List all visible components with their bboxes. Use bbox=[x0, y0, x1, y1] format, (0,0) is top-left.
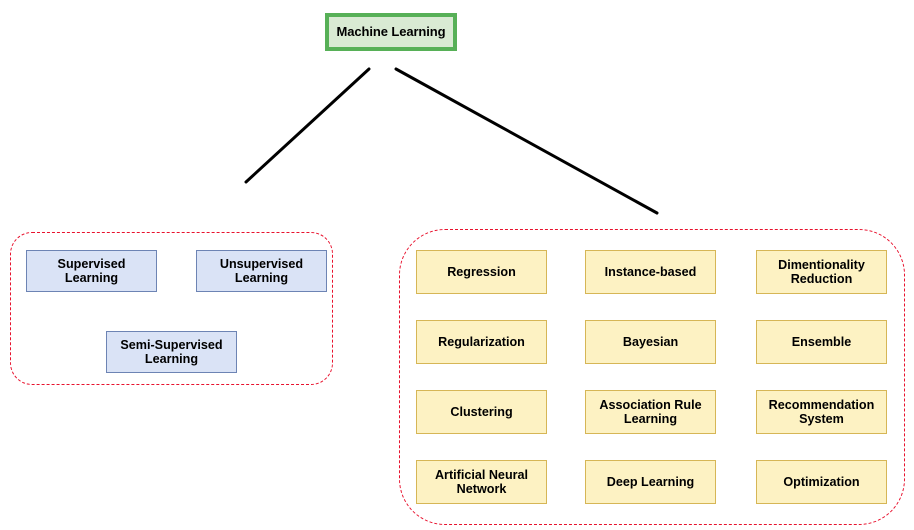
cluster-supervised-group bbox=[10, 232, 333, 385]
node-regression[interactable]: Regression bbox=[416, 250, 547, 294]
node-bayesian[interactable]: Bayesian bbox=[585, 320, 716, 364]
node-association-rule-learning[interactable]: Association Rule Learning bbox=[585, 390, 716, 434]
node-unsupervised-learning[interactable]: Unsupervised Learning bbox=[196, 250, 327, 292]
connector-root-to-supervised bbox=[244, 67, 371, 184]
node-clustering[interactable]: Clustering bbox=[416, 390, 547, 434]
node-deep-learning[interactable]: Deep Learning bbox=[585, 460, 716, 504]
node-regularization[interactable]: Regularization bbox=[416, 320, 547, 364]
cluster-algorithms-group bbox=[399, 229, 905, 525]
node-artificial-neural-network[interactable]: Artificial Neural Network bbox=[416, 460, 547, 504]
node-dimensionality-reduction[interactable]: Dimentionality Reduction bbox=[756, 250, 887, 294]
node-instance-based[interactable]: Instance-based bbox=[585, 250, 716, 294]
node-machine-learning-root[interactable]: Machine Learning bbox=[325, 13, 457, 51]
node-supervised-learning[interactable]: Supervised Learning bbox=[26, 250, 157, 292]
node-recommendation-system[interactable]: Recommendation System bbox=[756, 390, 887, 434]
connector-root-to-algorithms bbox=[394, 67, 659, 215]
node-semi-supervised-learning[interactable]: Semi-Supervised Learning bbox=[106, 331, 237, 373]
node-ensemble[interactable]: Ensemble bbox=[756, 320, 887, 364]
node-optimization[interactable]: Optimization bbox=[756, 460, 887, 504]
